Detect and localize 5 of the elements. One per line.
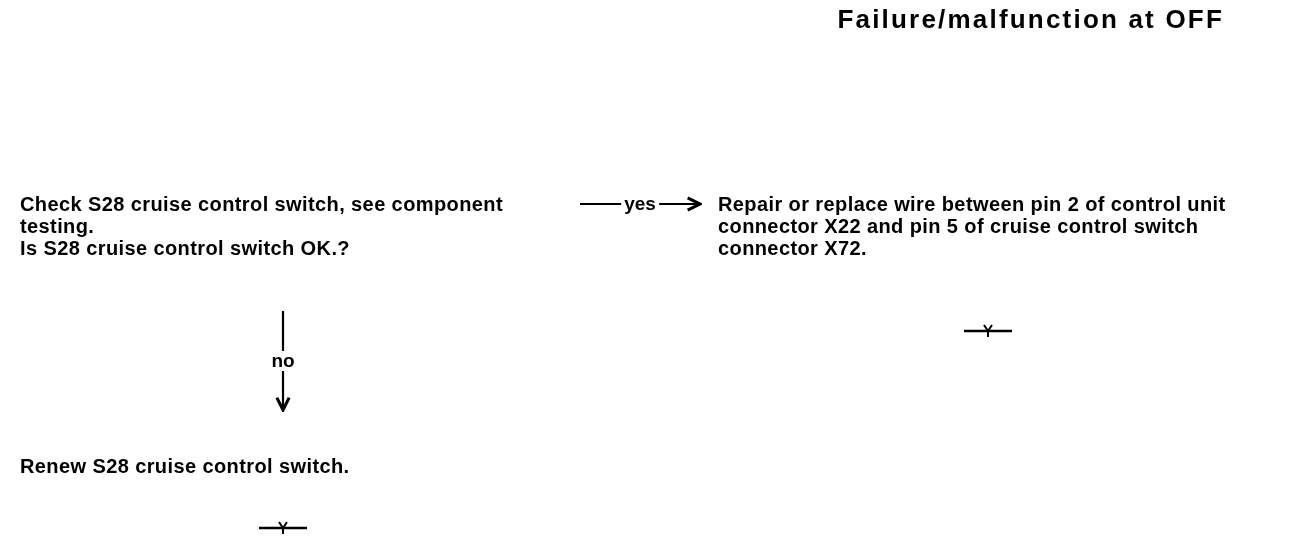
- instruction-text: Repair or replace wire between pin 2 of control unit connector X22 and pin 5 of cruise control switch connector X72.: [718, 193, 1227, 259]
- page-title: Failure/malfunction at OFF: [837, 4, 1224, 35]
- instruction-text: Renew S28 cruise control switch.: [20, 455, 351, 477]
- instruction-text: Is S28 cruise control switch OK.?: [20, 237, 351, 259]
- instruction-text: Check S28 cruise control switch, see component testing.: [20, 193, 504, 237]
